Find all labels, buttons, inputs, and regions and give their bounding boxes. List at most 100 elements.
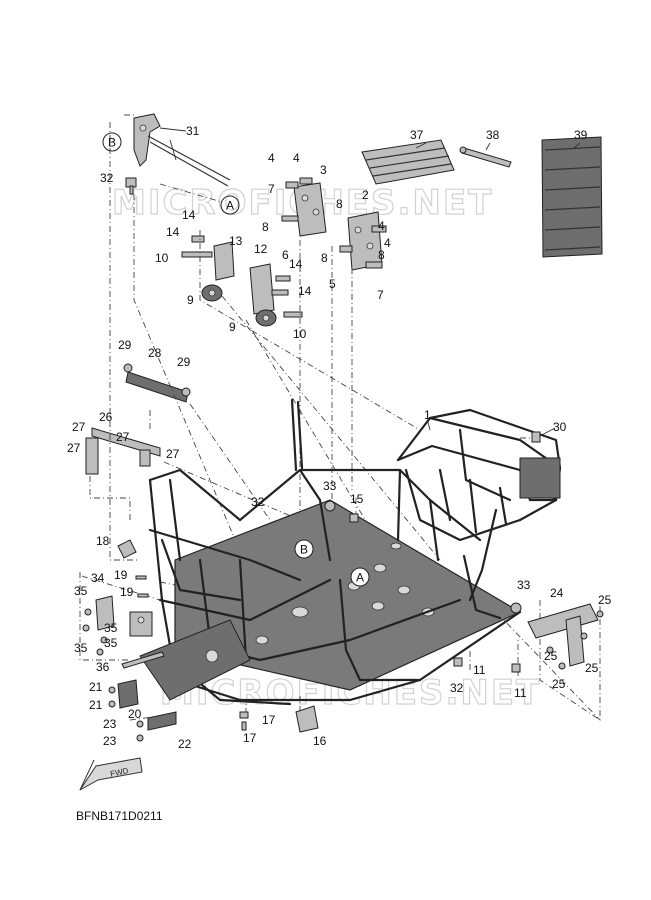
callout-24: 24 xyxy=(550,586,564,600)
callout-27: 27 xyxy=(67,441,81,455)
bolt-19[interactable] xyxy=(135,575,149,598)
bolt-32-top[interactable] xyxy=(125,177,137,195)
part-34-bracket[interactable] xyxy=(95,595,153,637)
callout-31: 31 xyxy=(186,124,200,138)
callout-29: 29 xyxy=(177,355,191,369)
part-28-bar[interactable] xyxy=(123,363,191,403)
callout-32: 32 xyxy=(450,681,464,695)
bolt-15[interactable] xyxy=(349,513,359,523)
ref-circle-b-top: B xyxy=(102,132,122,152)
callout-labels: 1 2 3 4 4 4 4 5 6 7 7 8 8 8 8 9 9 10 10 … xyxy=(67,124,612,751)
callout-14: 14 xyxy=(182,208,196,222)
callout-5: 5 xyxy=(329,277,336,291)
callout-21: 21 xyxy=(89,680,103,694)
callout-10: 10 xyxy=(293,327,307,341)
callout-4: 4 xyxy=(384,236,391,250)
part-39-mat[interactable] xyxy=(541,136,603,258)
callout-21: 21 xyxy=(89,698,103,712)
callout-37: 37 xyxy=(410,128,424,142)
callout-39: 39 xyxy=(574,128,588,142)
callout-12: 12 xyxy=(254,242,268,256)
callout-7: 7 xyxy=(268,182,275,196)
part-1-main-frame[interactable] xyxy=(139,398,562,706)
callout-8: 8 xyxy=(262,220,269,234)
callout-26: 26 xyxy=(99,410,113,424)
callout-27: 27 xyxy=(166,447,180,461)
callout-6: 6 xyxy=(282,248,289,262)
callout-16: 16 xyxy=(313,734,327,748)
callout-7: 7 xyxy=(377,288,384,302)
callout-2: 2 xyxy=(362,188,369,202)
callout-27: 27 xyxy=(116,430,130,444)
svg-text:A: A xyxy=(226,199,234,213)
callout-27: 27 xyxy=(72,420,86,434)
callout-33: 33 xyxy=(323,479,337,493)
callout-22: 22 xyxy=(178,737,192,751)
callout-32: 32 xyxy=(251,495,265,509)
callout-8: 8 xyxy=(378,248,385,262)
callout-1: 1 xyxy=(424,408,431,422)
bolt-30[interactable] xyxy=(531,431,541,443)
callout-4: 4 xyxy=(293,151,300,165)
callout-18: 18 xyxy=(96,534,110,548)
callout-28: 28 xyxy=(148,346,162,360)
bolt-33-center[interactable] xyxy=(324,500,336,512)
part-36-rod[interactable] xyxy=(121,651,165,669)
callout-13: 13 xyxy=(229,234,243,248)
callout-30: 30 xyxy=(553,420,567,434)
callout-23: 23 xyxy=(103,734,117,748)
callout-20: 20 xyxy=(128,707,142,721)
callout-11: 11 xyxy=(514,686,527,700)
callout-14: 14 xyxy=(298,284,312,298)
callout-34: 34 xyxy=(91,571,105,585)
part-9-damper-upper[interactable] xyxy=(201,284,223,302)
part-26-crossbar[interactable] xyxy=(85,427,161,475)
part-16-cover[interactable] xyxy=(295,705,319,733)
part-3-bracket[interactable] xyxy=(281,177,327,237)
part-12-bracket[interactable] xyxy=(249,263,291,315)
part-13-bracket[interactable] xyxy=(181,235,235,281)
ref-circle-b-frame: B xyxy=(294,539,314,559)
callout-3: 3 xyxy=(320,163,327,177)
callout-35: 35 xyxy=(104,621,118,635)
callout-8: 8 xyxy=(336,197,343,211)
part-24-bracket[interactable] xyxy=(527,603,604,670)
callout-25: 25 xyxy=(544,649,558,663)
diagram-code: BFNB171D0211 xyxy=(76,809,163,823)
part-37-panel[interactable] xyxy=(361,139,455,185)
svg-text:B: B xyxy=(108,136,116,150)
part-18-bracket[interactable] xyxy=(117,539,137,559)
part-20-plate[interactable] xyxy=(108,679,139,709)
callout-35: 35 xyxy=(74,641,88,655)
part-2-bracket[interactable] xyxy=(339,211,387,271)
nuts-11[interactable] xyxy=(453,657,521,673)
callout-23: 23 xyxy=(103,717,117,731)
callout-33: 33 xyxy=(517,578,531,592)
bolts-17[interactable] xyxy=(239,711,249,731)
callout-36: 36 xyxy=(96,660,110,674)
callout-19: 19 xyxy=(114,568,128,582)
callout-35: 35 xyxy=(74,584,88,598)
callout-17: 17 xyxy=(262,713,276,727)
bolt-33-right[interactable] xyxy=(510,602,522,614)
part-38-rod[interactable] xyxy=(459,146,512,168)
fwd-label: FWD xyxy=(109,766,129,779)
callout-8: 8 xyxy=(321,251,328,265)
callout-14: 14 xyxy=(289,257,303,271)
callout-25: 25 xyxy=(598,593,612,607)
part-9-damper-lower[interactable] xyxy=(255,309,303,327)
callout-25: 25 xyxy=(585,661,599,675)
callout-4: 4 xyxy=(378,219,385,233)
part-31-bracket[interactable] xyxy=(133,113,231,187)
callout-19: 19 xyxy=(120,585,134,599)
callout-4: 4 xyxy=(268,151,275,165)
ref-circle-a-frame: A xyxy=(350,567,370,587)
callout-10: 10 xyxy=(155,251,169,265)
callout-17: 17 xyxy=(243,731,257,745)
callout-9: 9 xyxy=(229,320,236,334)
bolts-35[interactable] xyxy=(82,608,108,656)
callout-38: 38 xyxy=(486,128,500,142)
callout-35: 35 xyxy=(104,636,118,650)
part-22-cover[interactable] xyxy=(136,711,177,742)
